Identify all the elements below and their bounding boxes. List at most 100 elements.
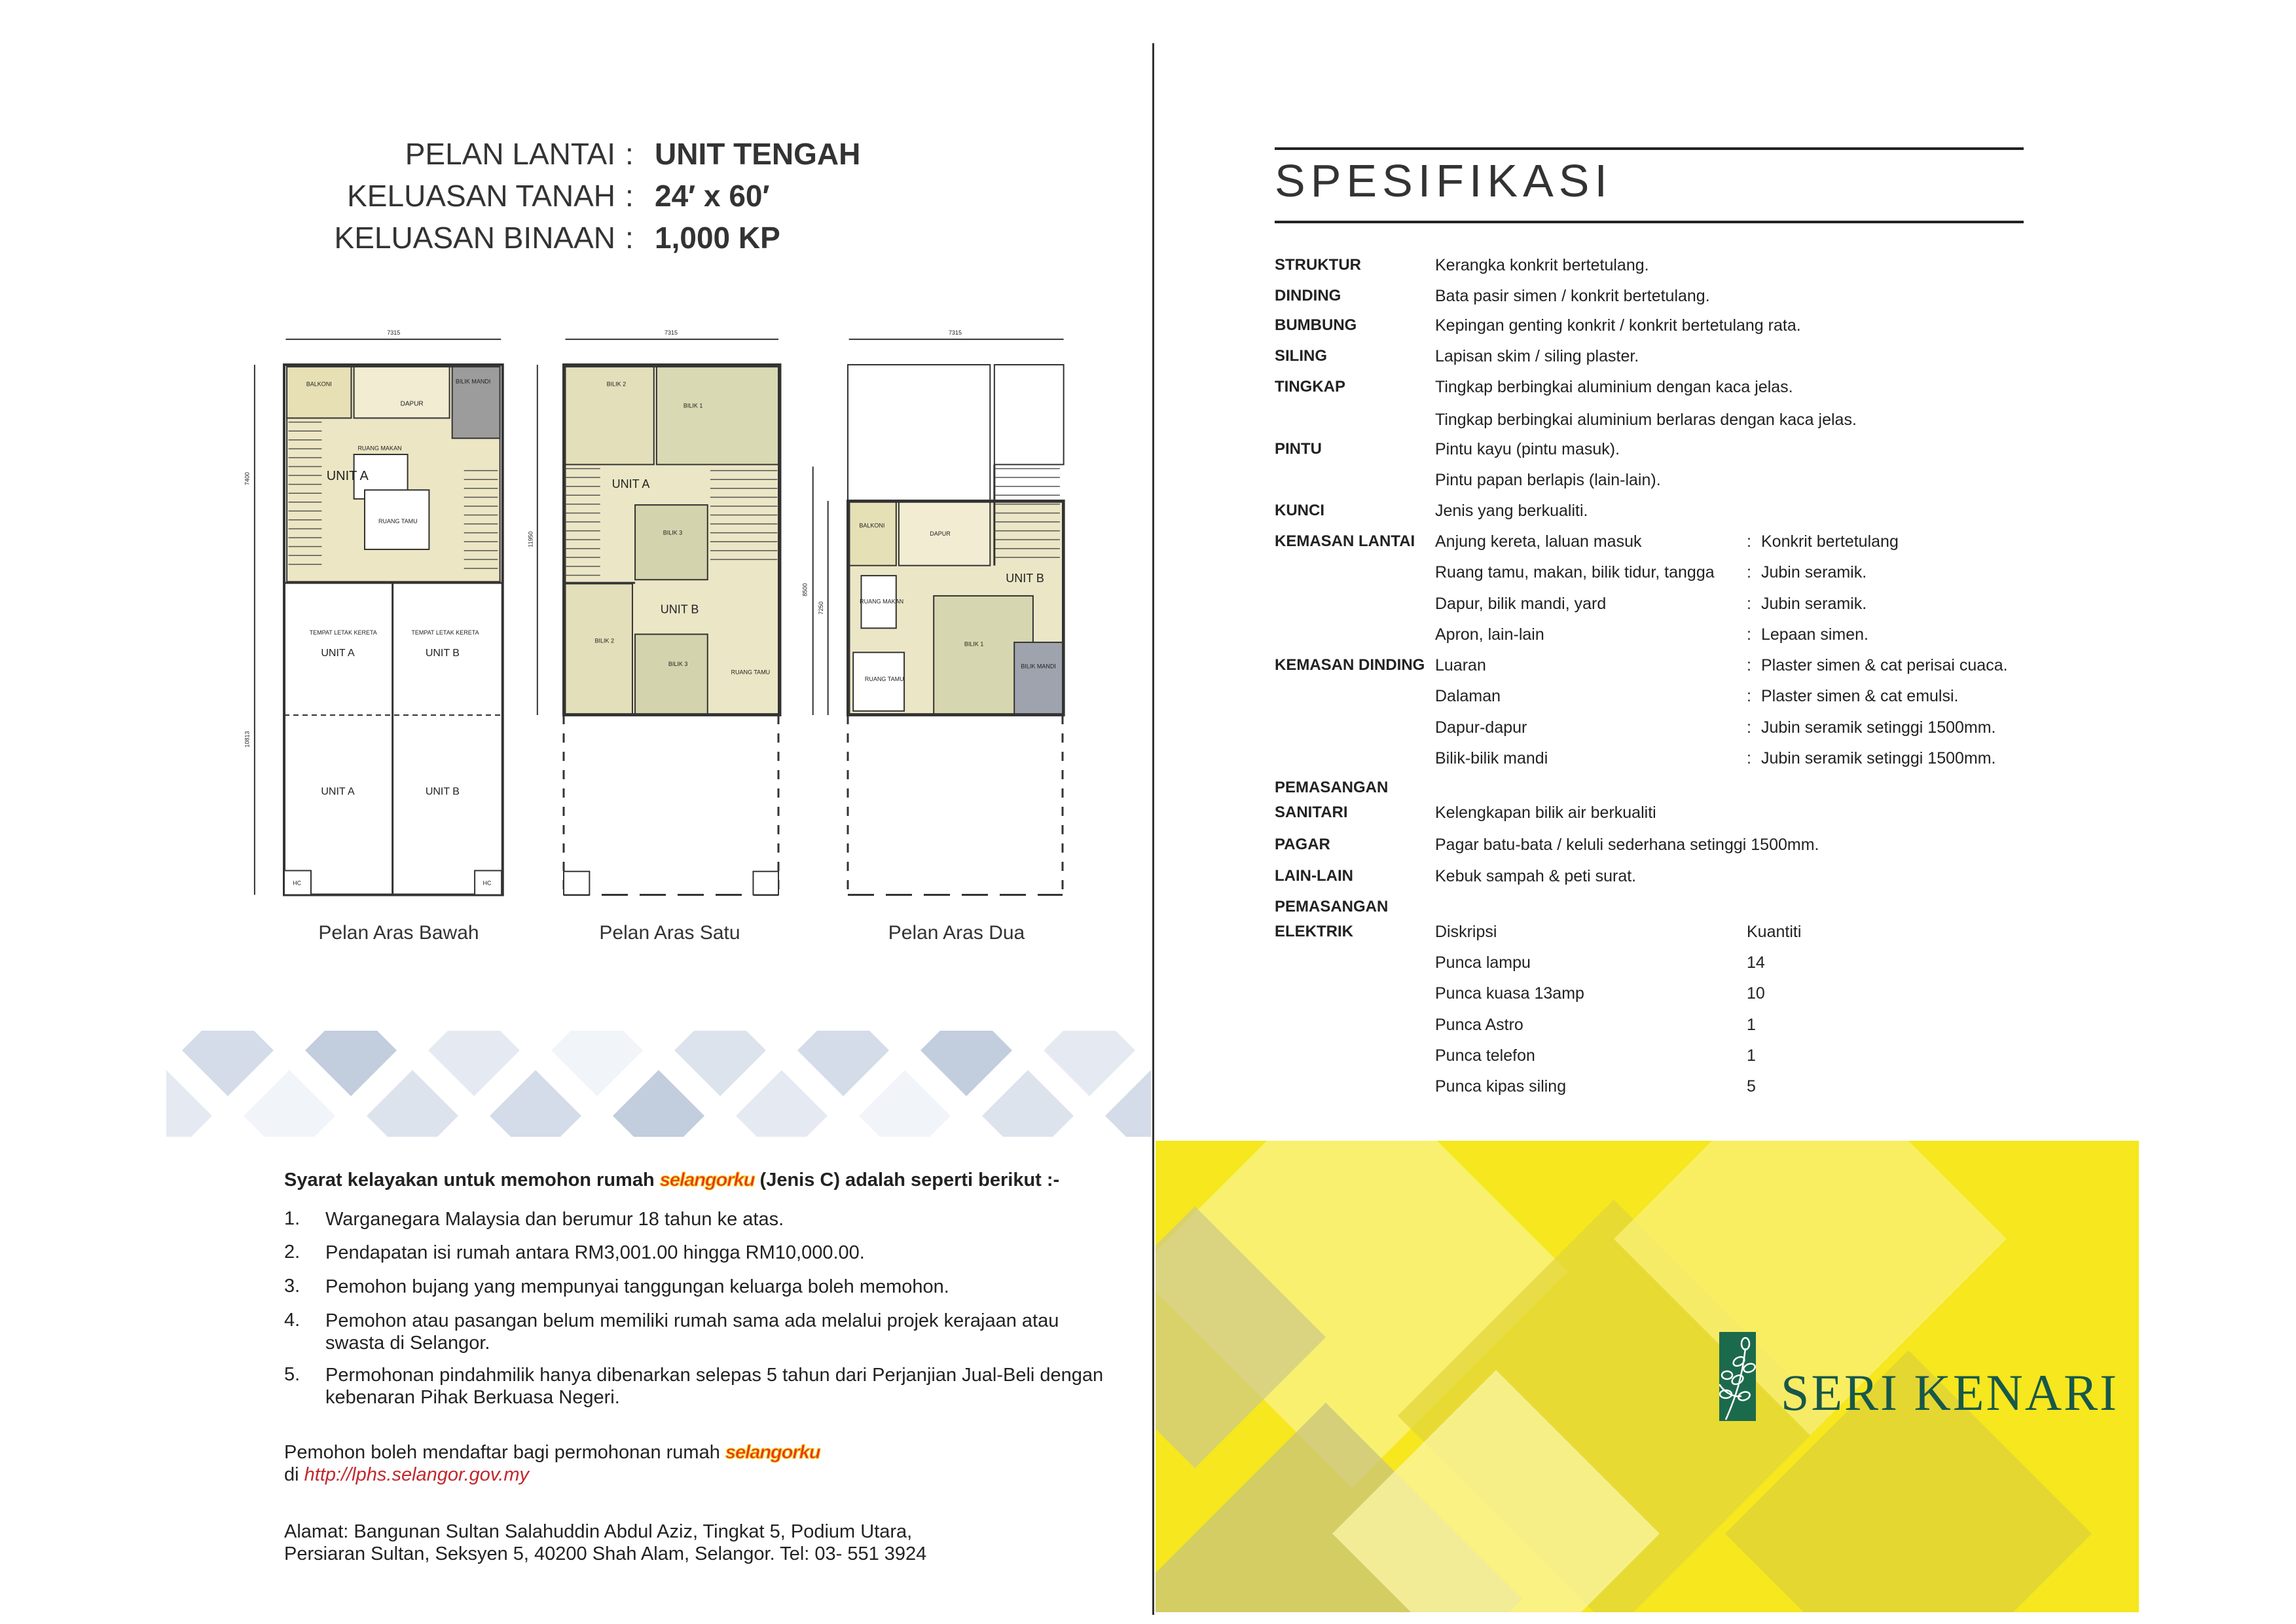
diamond-shape [490, 1070, 581, 1137]
spec-bottom-rule [1275, 221, 2024, 223]
spec-separator: : [1747, 687, 1751, 705]
spec-value: Pagar batu-bata / keluli sederhana setin… [1435, 836, 1819, 854]
spec-label: KEMASAN LANTAI [1275, 532, 1415, 550]
register-url-link[interactable]: http://lphs.selangor.gov.my [304, 1464, 529, 1485]
room-label: BILIK MANDI [456, 378, 491, 384]
room-label: BILIK 3 [663, 530, 683, 536]
diamond-shape [674, 1031, 766, 1096]
bathroom [451, 366, 501, 439]
spec-separator: : [1747, 656, 1751, 674]
room-label: BALKONI [859, 523, 884, 529]
staircase [565, 468, 600, 576]
list-item-text: Pendapatan isi rumah antara RM3,001.00 h… [325, 1242, 865, 1263]
spec-label: KEMASAN DINDING [1275, 656, 1425, 674]
list-item-text: Permohonan pindahmilik hanya dibenarkan … [325, 1365, 1104, 1408]
spec-value: Dapur-dapur [1435, 718, 1527, 737]
spec-detail: Lepaan simen. [1761, 625, 1869, 644]
page-divider [1152, 43, 1154, 1615]
room-label: RUANG TAMU [378, 518, 418, 525]
spec-label: STRUKTUR [1275, 256, 1361, 274]
diamond-shape [428, 1031, 520, 1096]
dimension-label: 7315 [949, 329, 962, 336]
spec-label: PINTU [1275, 440, 1322, 458]
spec-quantity: Kuantiti [1747, 923, 1802, 941]
plan-outline [847, 499, 1065, 716]
spec-label: PEMASANGAN [1275, 779, 1389, 796]
room-label: UNIT B [1006, 572, 1044, 585]
spec-label: SANITARI [1275, 803, 1348, 821]
spec-value: Diskripsi [1435, 923, 1497, 941]
spec-value: Kebuk sampah & peti surat. [1435, 867, 1637, 885]
sofa-set [364, 489, 430, 550]
diamond-shape [1725, 1350, 2092, 1612]
column-box-right [752, 870, 779, 896]
header-label: KELUASAN TANAH [347, 179, 615, 213]
room-label: UNIT B [426, 786, 460, 797]
header-colon: : [625, 137, 634, 171]
room-label: DAPUR [401, 400, 424, 407]
decorative-diamond-band [166, 1031, 1151, 1137]
room-label: UNIT B [661, 602, 699, 616]
diamond-shape [1105, 1070, 1151, 1137]
hc-box-left [283, 870, 312, 896]
header-value: UNIT TENGAH [655, 137, 861, 171]
spec-value: Pintu papan berlapis (lain-lain). [1435, 471, 1661, 489]
header-value: 24′ x 60′ [655, 179, 770, 213]
room-label: RUANG MAKAN [860, 599, 903, 605]
hc-box-right [474, 870, 503, 896]
balcony [848, 501, 897, 566]
spec-label: PEMASANGAN [1275, 898, 1389, 915]
spec-label: ELEKTRIK [1275, 923, 1353, 940]
header-row-land-area: KELUASAN TANAH : 24′ x 60′ [347, 178, 890, 217]
header-colon: : [625, 221, 634, 255]
room-label: RUANG MAKAN [357, 445, 401, 452]
spec-value: Ruang tamu, makan, bilik tidur, tangga [1435, 563, 1715, 581]
room-label: UNIT A [321, 786, 355, 797]
spec-separator: : [1747, 749, 1751, 767]
empty-area-right [993, 364, 1065, 466]
diamond-shape [551, 1031, 643, 1096]
header-row-built-area: KELUASAN BINAAN : 1,000 KP [335, 220, 890, 259]
diamond-shape [1156, 1141, 1568, 1488]
spec-value: Anjung kereta, laluan masuk [1435, 532, 1642, 551]
spec-value: Punca telefon [1435, 1046, 1535, 1065]
bedroom-2-a [564, 366, 655, 466]
list-item-number: 4. [284, 1310, 301, 1331]
spec-label: KUNCI [1275, 502, 1324, 519]
spec-value: Tingkap berbingkai aluminium dengan kaca… [1435, 378, 1793, 396]
diamond-shape [613, 1070, 704, 1137]
spec-quantity: 1 [1747, 1046, 1756, 1065]
list-item-number: 2. [284, 1242, 301, 1263]
spec-quantity: 10 [1747, 984, 1765, 1003]
list-item-text: Warganegara Malaysia dan berumur 18 tahu… [325, 1209, 784, 1230]
header-colon: : [625, 179, 634, 213]
plan-outline [562, 363, 782, 716]
bedroom-3-b [634, 633, 708, 715]
plan-caption-first: Pelan Aras Satu [599, 922, 740, 944]
dimension-label: 8500 [802, 583, 809, 597]
selangorku-logo: selangorku [659, 1170, 756, 1191]
register-url-line: di http://lphs.selangor.gov.my [284, 1464, 529, 1486]
bedroom-3-a [634, 504, 708, 581]
kitchen [353, 366, 450, 419]
spec-separator: : [1747, 532, 1751, 551]
staircase [710, 470, 778, 561]
diamond-shape [1332, 1370, 1660, 1612]
spec-separator: : [1747, 625, 1751, 644]
decorative-yellow-diamonds [1156, 1141, 2092, 1612]
spec-value: Kelengkapan bilik air berkualiti [1435, 803, 1656, 822]
diamond-shape [244, 1070, 335, 1137]
room-label: RUANG TAMU [865, 676, 904, 682]
empty-area-left [847, 364, 991, 502]
spec-value: Kepingan genting konkrit / konkrit berte… [1435, 316, 1801, 335]
spec-label: SILING [1275, 347, 1328, 365]
spec-detail: Plaster simen & cat perisai cuaca. [1761, 656, 2008, 674]
bedroom-1 [655, 366, 779, 466]
staircase [995, 468, 1060, 559]
eligibility-title-text: Syarat kelayakan untuk memohon rumah [284, 1170, 655, 1190]
diamond-shape [920, 1031, 1012, 1096]
room-label: HC [293, 880, 301, 887]
room-label: BILIK MANDI [1021, 663, 1056, 669]
plan-caption-ground: Pelan Aras Bawah [318, 922, 479, 944]
diamond-shape [797, 1031, 889, 1096]
